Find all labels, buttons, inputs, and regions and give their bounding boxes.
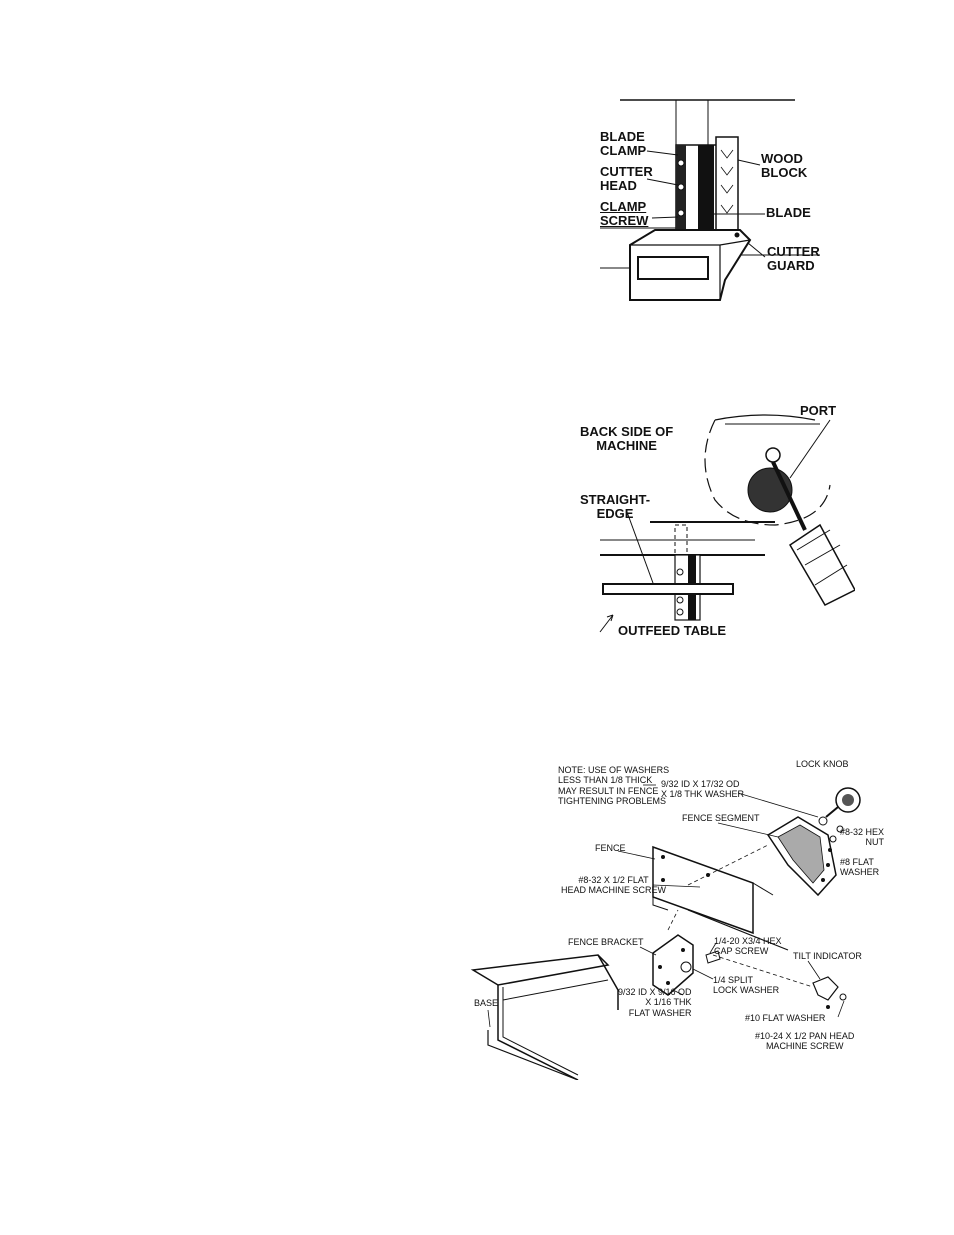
label-lock-knob: LOCK KNOB xyxy=(796,759,849,769)
label-cutter-guard: CUTTER GUARD xyxy=(767,244,820,273)
fence-segment xyxy=(766,816,837,897)
tilt-indicator xyxy=(812,976,847,1009)
label-flat-washer-10: #10 FLAT WASHER xyxy=(745,1013,826,1023)
label-port: PORT xyxy=(800,403,837,418)
fence-bracket xyxy=(652,934,721,996)
label-fence: FENCE xyxy=(595,843,626,853)
label-flat-washer-8: #8 FLAT WASHER xyxy=(840,857,880,878)
label-clamp-screw: CLAMP SCREW xyxy=(600,199,649,228)
label-blade-clamp: BLADE CLAMP xyxy=(600,129,647,158)
label-blade: BLADE xyxy=(766,205,811,220)
wood-block xyxy=(715,136,739,233)
figure-blade-clamp: BLADE CLAMP CUTTER HEAD CLAMP SCREW WOOD… xyxy=(590,95,820,310)
cutter-head xyxy=(675,144,722,231)
label-pan-head-screw: #10-24 X 1/2 PAN HEAD MACHINE SCREW xyxy=(755,1031,855,1052)
fence-assembly-illustration xyxy=(470,784,861,1080)
label-note: NOTE: USE OF WASHERS LESS THAN 1/8 THICK… xyxy=(558,765,670,807)
label-flat-head-screw: #8-32 X 1/2 FLAT HEAD MACHINE SCREW xyxy=(561,875,667,896)
lock-knob xyxy=(825,787,861,818)
figure-straightedge: BACK SIDE OF MACHINE PORT STRAIGHT- EDGE… xyxy=(575,400,855,640)
straightedge-illustration xyxy=(599,414,855,633)
screwdriver xyxy=(771,461,855,606)
label-straight-edge: STRAIGHT- EDGE xyxy=(580,492,651,521)
label-back-side: BACK SIDE OF MACHINE xyxy=(580,424,674,453)
label-flat-washer-932-9-16: 9/32 ID X 9/16 OD X 1/16 THK FLAT WASHER xyxy=(618,987,692,1018)
label-wood-block: WOOD BLOCK xyxy=(761,151,808,180)
straight-edge-bar xyxy=(602,583,734,595)
label-split-lock-washer: 1/4 SPLIT LOCK WASHER xyxy=(713,975,780,996)
label-tilt-indicator: TILT INDICATOR xyxy=(793,951,862,961)
base xyxy=(470,954,619,1080)
figure-fence-assembly: NOTE: USE OF WASHERS LESS THAN 1/8 THICK… xyxy=(468,755,888,1080)
label-fence-bracket: FENCE BRACKET xyxy=(568,937,644,947)
label-washer-932-17-32: 9/32 ID X 17/32 OD X 1/8 THK WASHER xyxy=(661,779,745,800)
label-cap-screw: 1/4-20 X3/4 HEX CAP SCREW xyxy=(714,936,782,957)
cutter-guard xyxy=(629,229,752,301)
label-outfeed-table: OUTFEED TABLE xyxy=(618,623,727,638)
label-cutter-head: CUTTER HEAD xyxy=(600,164,653,193)
label-hex-nut: #8-32 HEX NUT xyxy=(840,827,885,848)
label-base: BASE xyxy=(474,998,499,1008)
label-fence-segment: FENCE SEGMENT xyxy=(682,813,760,823)
fence xyxy=(652,845,789,951)
blade-clamp-illustration xyxy=(600,99,820,301)
